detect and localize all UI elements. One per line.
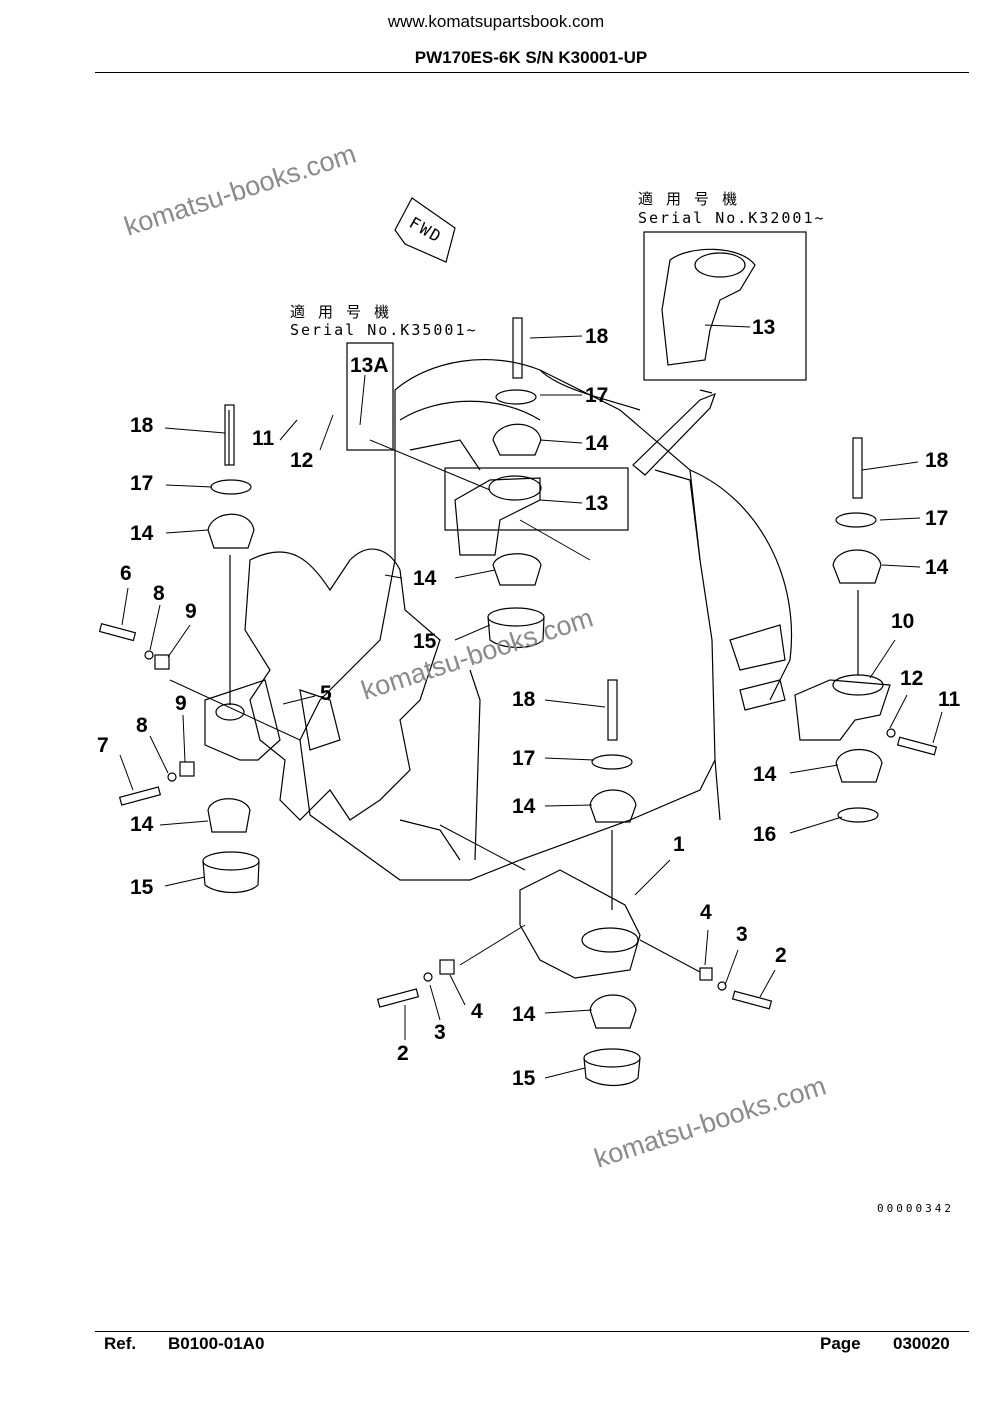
page-label: Page	[820, 1334, 861, 1353]
page-value: 030020	[893, 1334, 950, 1353]
callout-2: 2	[775, 944, 787, 967]
header-divider	[95, 72, 969, 73]
callout-13A: 13A	[350, 354, 389, 377]
callout-14: 14	[130, 522, 154, 545]
note-k32001-jp: 適 用 号 機	[638, 190, 739, 208]
callout-14: 14	[512, 1003, 536, 1026]
watermark: komatsu-books.com	[591, 1071, 830, 1174]
callout-11: 11	[938, 688, 961, 711]
callout-1: 1	[673, 833, 685, 856]
callout-14: 14	[512, 795, 536, 818]
callout-10: 10	[891, 610, 914, 633]
bracket-left	[204, 679, 281, 761]
note-k32001-serial: Serial No.K32001~	[638, 209, 826, 227]
bracket-right	[794, 679, 891, 741]
serial-box-k32001	[643, 231, 807, 381]
serial-box-k35001	[346, 342, 394, 451]
callout-5: 5	[320, 682, 332, 705]
callout-11: 11	[252, 427, 275, 450]
callout-6: 6	[120, 562, 132, 585]
callout-7: 7	[97, 734, 109, 757]
callout-4: 4	[471, 1000, 483, 1023]
callout-18: 18	[130, 414, 154, 437]
callout-18: 18	[925, 449, 949, 472]
callout-14: 14	[585, 432, 609, 455]
callout-4: 4	[700, 901, 712, 924]
drawing-code: 00000342	[877, 1202, 954, 1215]
callout-12: 12	[900, 667, 923, 690]
callout-8: 8	[136, 714, 148, 737]
callout-17: 17	[925, 507, 948, 530]
callout-16: 16	[753, 823, 776, 846]
watermark: komatsu-books.com	[121, 139, 360, 242]
callout-14: 14	[413, 567, 437, 590]
ref-label: Ref.	[104, 1334, 137, 1353]
callout-17: 17	[585, 384, 608, 407]
bracket-bottom	[519, 869, 641, 979]
callout-3: 3	[434, 1021, 446, 1044]
callout-13: 13	[585, 492, 608, 515]
callout-17: 17	[130, 472, 153, 495]
callout-13: 13	[752, 316, 775, 339]
callout-15: 15	[413, 630, 437, 653]
callout-9: 9	[175, 692, 187, 715]
fan-outline	[244, 548, 441, 821]
note-k35001-serial: Serial No.K35001~	[290, 321, 478, 339]
site-url: www.komatsupartsbook.com	[387, 12, 605, 31]
callout-8: 8	[153, 582, 165, 605]
callout-18: 18	[585, 325, 609, 348]
callout-12: 12	[290, 449, 313, 472]
callout-14: 14	[753, 763, 777, 786]
engine-body-outline	[299, 359, 716, 881]
callout-3: 3	[736, 923, 748, 946]
callout-15: 15	[512, 1067, 536, 1090]
callout-9: 9	[185, 600, 197, 623]
note-k35001-jp: 適 用 号 機	[290, 303, 391, 321]
fwd-arrow	[394, 197, 456, 263]
callout-14: 14	[130, 813, 154, 836]
callout-2: 2	[397, 1042, 409, 1065]
callout-15: 15	[130, 876, 154, 899]
callout-18: 18	[512, 688, 536, 711]
footer-divider	[95, 1331, 969, 1332]
callout-17: 17	[512, 747, 535, 770]
ref-value: B0100-01A0	[168, 1334, 265, 1353]
model-title: PW170ES-6K S/N K30001-UP	[414, 48, 648, 67]
callout-14: 14	[925, 556, 949, 579]
